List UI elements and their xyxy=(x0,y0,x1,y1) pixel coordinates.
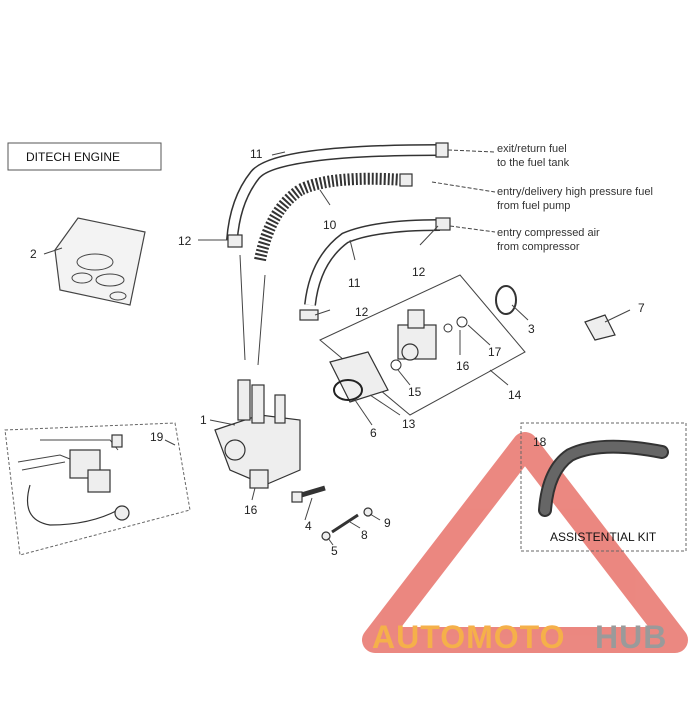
callout-5: 5 xyxy=(331,544,338,558)
gasket-kit xyxy=(54,217,146,306)
o-ring xyxy=(333,379,363,401)
callout-13: 13 xyxy=(402,417,416,431)
callout-10: 10 xyxy=(323,218,337,232)
callout-15: 15 xyxy=(408,385,422,399)
callouts: 1 2 3 4 5 6 7 8 9 10 11 11 12 12 12 13 1… xyxy=(30,147,645,558)
hose-clamp-1 xyxy=(227,234,243,248)
clip xyxy=(584,314,616,341)
annotation-return-2: to the fuel tank xyxy=(497,157,570,169)
circlip xyxy=(495,285,517,315)
main-body xyxy=(214,379,301,489)
watermark-hub: HUB xyxy=(595,619,667,655)
callout-12b: 12 xyxy=(412,265,426,279)
callout-11b: 11 xyxy=(348,276,361,290)
callout-18: 18 xyxy=(533,435,547,449)
annotation-delivery-2: from fuel pump xyxy=(497,200,570,212)
high-pressure-hose xyxy=(254,172,406,262)
annotation-delivery-1: entry/delivery high pressure fuel xyxy=(497,186,653,198)
callout-2: 2 xyxy=(30,247,37,261)
hose-clamp-3 xyxy=(435,217,451,231)
callout-8: 8 xyxy=(361,528,368,542)
callout-14: 14 xyxy=(508,388,522,402)
callout-12c: 12 xyxy=(355,305,369,319)
annotation-air-1: entry compressed air xyxy=(497,227,600,239)
harness-box xyxy=(4,422,191,556)
annotations: exit/return fuel to the fuel tank entry/… xyxy=(497,143,653,253)
callout-19: 19 xyxy=(150,430,164,444)
callout-7: 7 xyxy=(638,301,645,315)
harness-connector xyxy=(69,449,101,479)
watermark-text: AUTOMOTO HUB xyxy=(372,619,667,655)
callout-9: 9 xyxy=(384,516,391,530)
watermark-auto: AUTOMOTO xyxy=(372,619,565,655)
assistential-kit-box: ASSISTENTIAL KIT xyxy=(520,422,687,552)
callout-16b: 16 xyxy=(456,359,470,373)
callout-16a: 16 xyxy=(244,503,258,517)
stud-8 xyxy=(331,513,359,534)
leader-lines xyxy=(43,149,631,546)
title-text: DITECH ENGINE xyxy=(26,150,120,164)
flange xyxy=(329,351,389,403)
callout-11a: 11 xyxy=(250,147,263,161)
callout-6: 6 xyxy=(370,426,377,440)
kit-label: ASSISTENTIAL KIT xyxy=(550,530,657,544)
watermark-logo xyxy=(362,432,688,653)
annotation-return-1: exit/return fuel xyxy=(497,143,567,155)
title-box: DITECH ENGINE xyxy=(7,142,162,171)
hose-clamp-2 xyxy=(299,309,319,321)
annotation-air-2: from compressor xyxy=(497,241,580,253)
callout-3: 3 xyxy=(528,322,535,336)
callout-12a: 12 xyxy=(178,234,192,248)
callout-4: 4 xyxy=(305,519,312,533)
callout-17: 17 xyxy=(488,345,502,359)
callout-1: 1 xyxy=(200,413,207,427)
